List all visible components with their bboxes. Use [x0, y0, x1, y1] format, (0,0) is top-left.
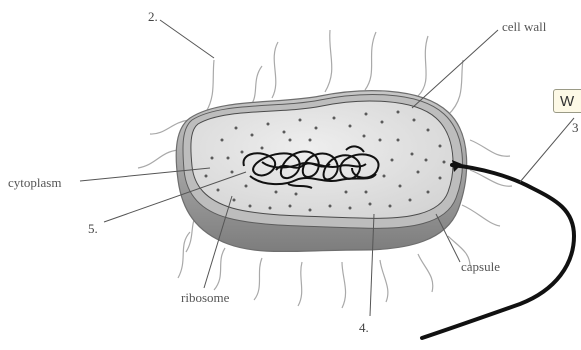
- label-number-5: 5.: [88, 222, 98, 235]
- label-ribosome: ribosome: [181, 291, 229, 304]
- label-number-3: 3: [572, 121, 579, 134]
- leader-3: [520, 118, 574, 182]
- label-capsule: capsule: [461, 260, 500, 273]
- label-cytoplasm: cytoplasm: [8, 176, 61, 189]
- leader-2: [160, 20, 214, 58]
- tooltip-popup: W: [553, 89, 581, 113]
- label-cell-wall: cell wall: [502, 20, 546, 33]
- label-number-2: 2.: [148, 10, 158, 23]
- leader-cell-wall: [412, 30, 498, 108]
- label-number-4: 4.: [359, 321, 369, 334]
